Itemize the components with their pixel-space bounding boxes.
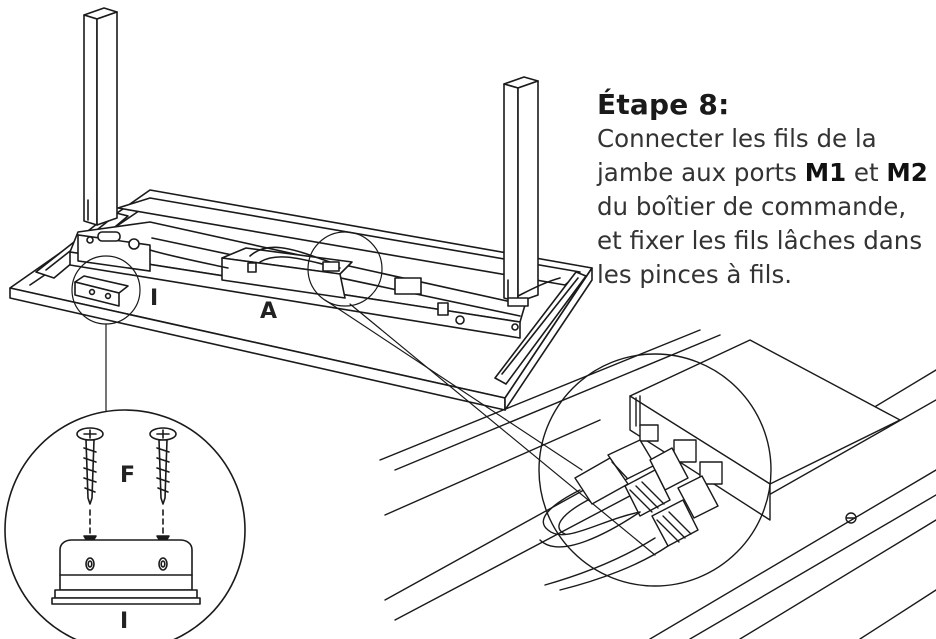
label-control-box: A	[260, 299, 277, 324]
detail-clip-screws	[4, 409, 246, 639]
step-line-2a: jambe aux ports	[597, 158, 805, 187]
callout-lines	[71, 231, 656, 556]
label-cable-clip-top: I	[150, 286, 158, 311]
step-line-2b: et	[846, 158, 887, 187]
label-cable-clip-detail: I	[120, 609, 128, 634]
port-m1-label: M1	[804, 158, 847, 187]
port-m2-label: M2	[886, 158, 928, 187]
step-instructions: Étape 8: Connecter les fils de la jambe …	[597, 88, 936, 292]
desk-legs	[83, 7, 561, 307]
label-screw: F	[120, 463, 135, 488]
detail-ports	[379, 329, 936, 639]
step-line-1: Connecter les fils de la	[597, 124, 877, 153]
step-line-3: du boîtier de commande,	[597, 192, 907, 221]
step-line-2: jambe aux ports M1 et M2	[597, 156, 936, 190]
step-title: Étape 8:	[597, 88, 730, 121]
step-line-5: les pinces à fils.	[597, 260, 793, 289]
step-line-4: et fixer les fils lâches dans	[597, 226, 923, 255]
control-box	[149, 246, 422, 299]
cable-clip-on-desk	[74, 275, 129, 307]
